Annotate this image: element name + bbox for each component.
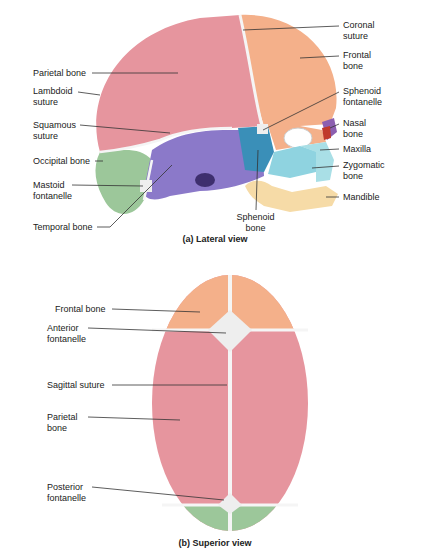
part-label: Frontal bone [343, 50, 388, 72]
leader-lines [88, 309, 227, 500]
part-label: Anterior fontanelle [47, 323, 102, 345]
view-caption: (b) Superior view [115, 538, 315, 549]
part-label: Temporal bone [33, 222, 108, 233]
leader-lines [72, 26, 339, 227]
part-label: Zygomatic bone [343, 160, 398, 182]
part-label: Nasal bone [343, 118, 383, 140]
part-label: Mandible [343, 192, 393, 203]
lateral-skull [95, 15, 338, 214]
part-label: Frontal bone [55, 304, 125, 315]
part-label: Parietal bone [47, 412, 92, 434]
part-label: Maxilla [343, 144, 393, 155]
part-label: Coronal suture [343, 20, 388, 42]
part-label: Occipital bone [33, 156, 108, 167]
superior-skull [140, 270, 320, 535]
view-caption: (a) Lateral view [115, 234, 315, 245]
part-label: Lambdoid suture [33, 86, 78, 108]
part-label: Sphenoid bone [233, 212, 278, 234]
part-label: Mastoid fontanelle [33, 180, 88, 202]
part-label: Posterior fontanelle [47, 482, 102, 504]
part-label: Sphenoid fontanelle [343, 86, 398, 108]
part-label: Parietal bone [33, 68, 103, 79]
part-label: Sagittal suture [47, 380, 122, 391]
part-label: Squamous suture [33, 120, 78, 142]
